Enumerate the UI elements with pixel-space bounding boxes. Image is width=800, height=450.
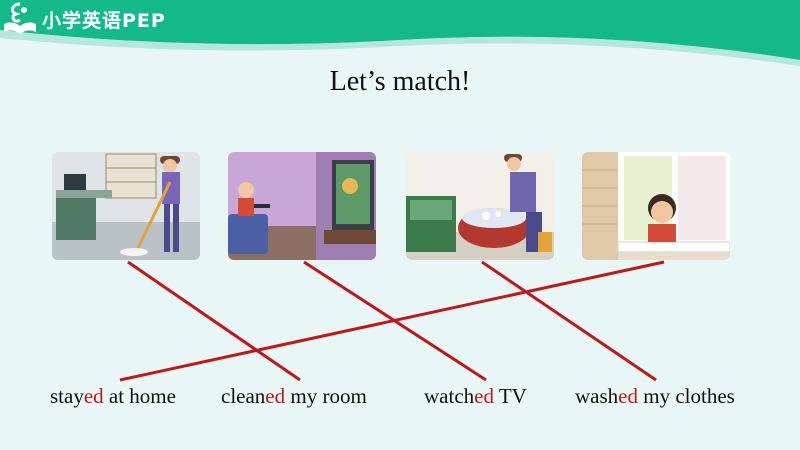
- phrase-suffix: ed: [618, 384, 638, 408]
- phrase-stem: wash: [575, 384, 619, 408]
- phrase-cleaned-my-room[interactable]: cleaned my room: [221, 384, 367, 409]
- book-logo-icon: [4, 2, 36, 34]
- phrase-rest: my clothes: [638, 384, 735, 408]
- phrase-stem: watch: [424, 384, 475, 408]
- picture-washing-clothes[interactable]: [406, 152, 554, 260]
- phrase-stem: stay: [50, 384, 84, 408]
- match-line-stayed: [119, 260, 665, 382]
- mopping-floor-scene: [52, 152, 200, 260]
- phrase-rest: my room: [285, 384, 367, 408]
- header-bar: 小学英语PEP: [0, 0, 800, 70]
- watching-tv-scene: [228, 152, 376, 260]
- phrase-rest: TV: [493, 384, 527, 408]
- picture-watching-tv[interactable]: [228, 152, 376, 260]
- match-line-cleaned: [127, 260, 301, 382]
- phrase-suffix: ed: [474, 384, 494, 408]
- picture-mopping[interactable]: [52, 152, 200, 260]
- phrase-washed-my-clothes[interactable]: washed my clothes: [575, 384, 735, 409]
- brand-label: 小学英语PEP: [42, 10, 166, 32]
- washing-clothes-scene: [406, 152, 554, 260]
- match-line-washed: [481, 260, 657, 382]
- header-wave: [0, 0, 800, 66]
- picture-girl-at-window[interactable]: [582, 152, 730, 260]
- phrase-rest: at home: [103, 384, 176, 408]
- phrase-suffix: ed: [83, 384, 104, 408]
- phrase-stem: clean: [221, 384, 266, 408]
- girl-at-window-scene: [582, 152, 730, 260]
- phrase-stayed-at-home[interactable]: stayed at home: [50, 384, 176, 409]
- page-title: Let’s match!: [329, 66, 471, 97]
- phrase-watched-tv[interactable]: watched TV: [424, 384, 527, 409]
- phrase-suffix: ed: [265, 384, 286, 408]
